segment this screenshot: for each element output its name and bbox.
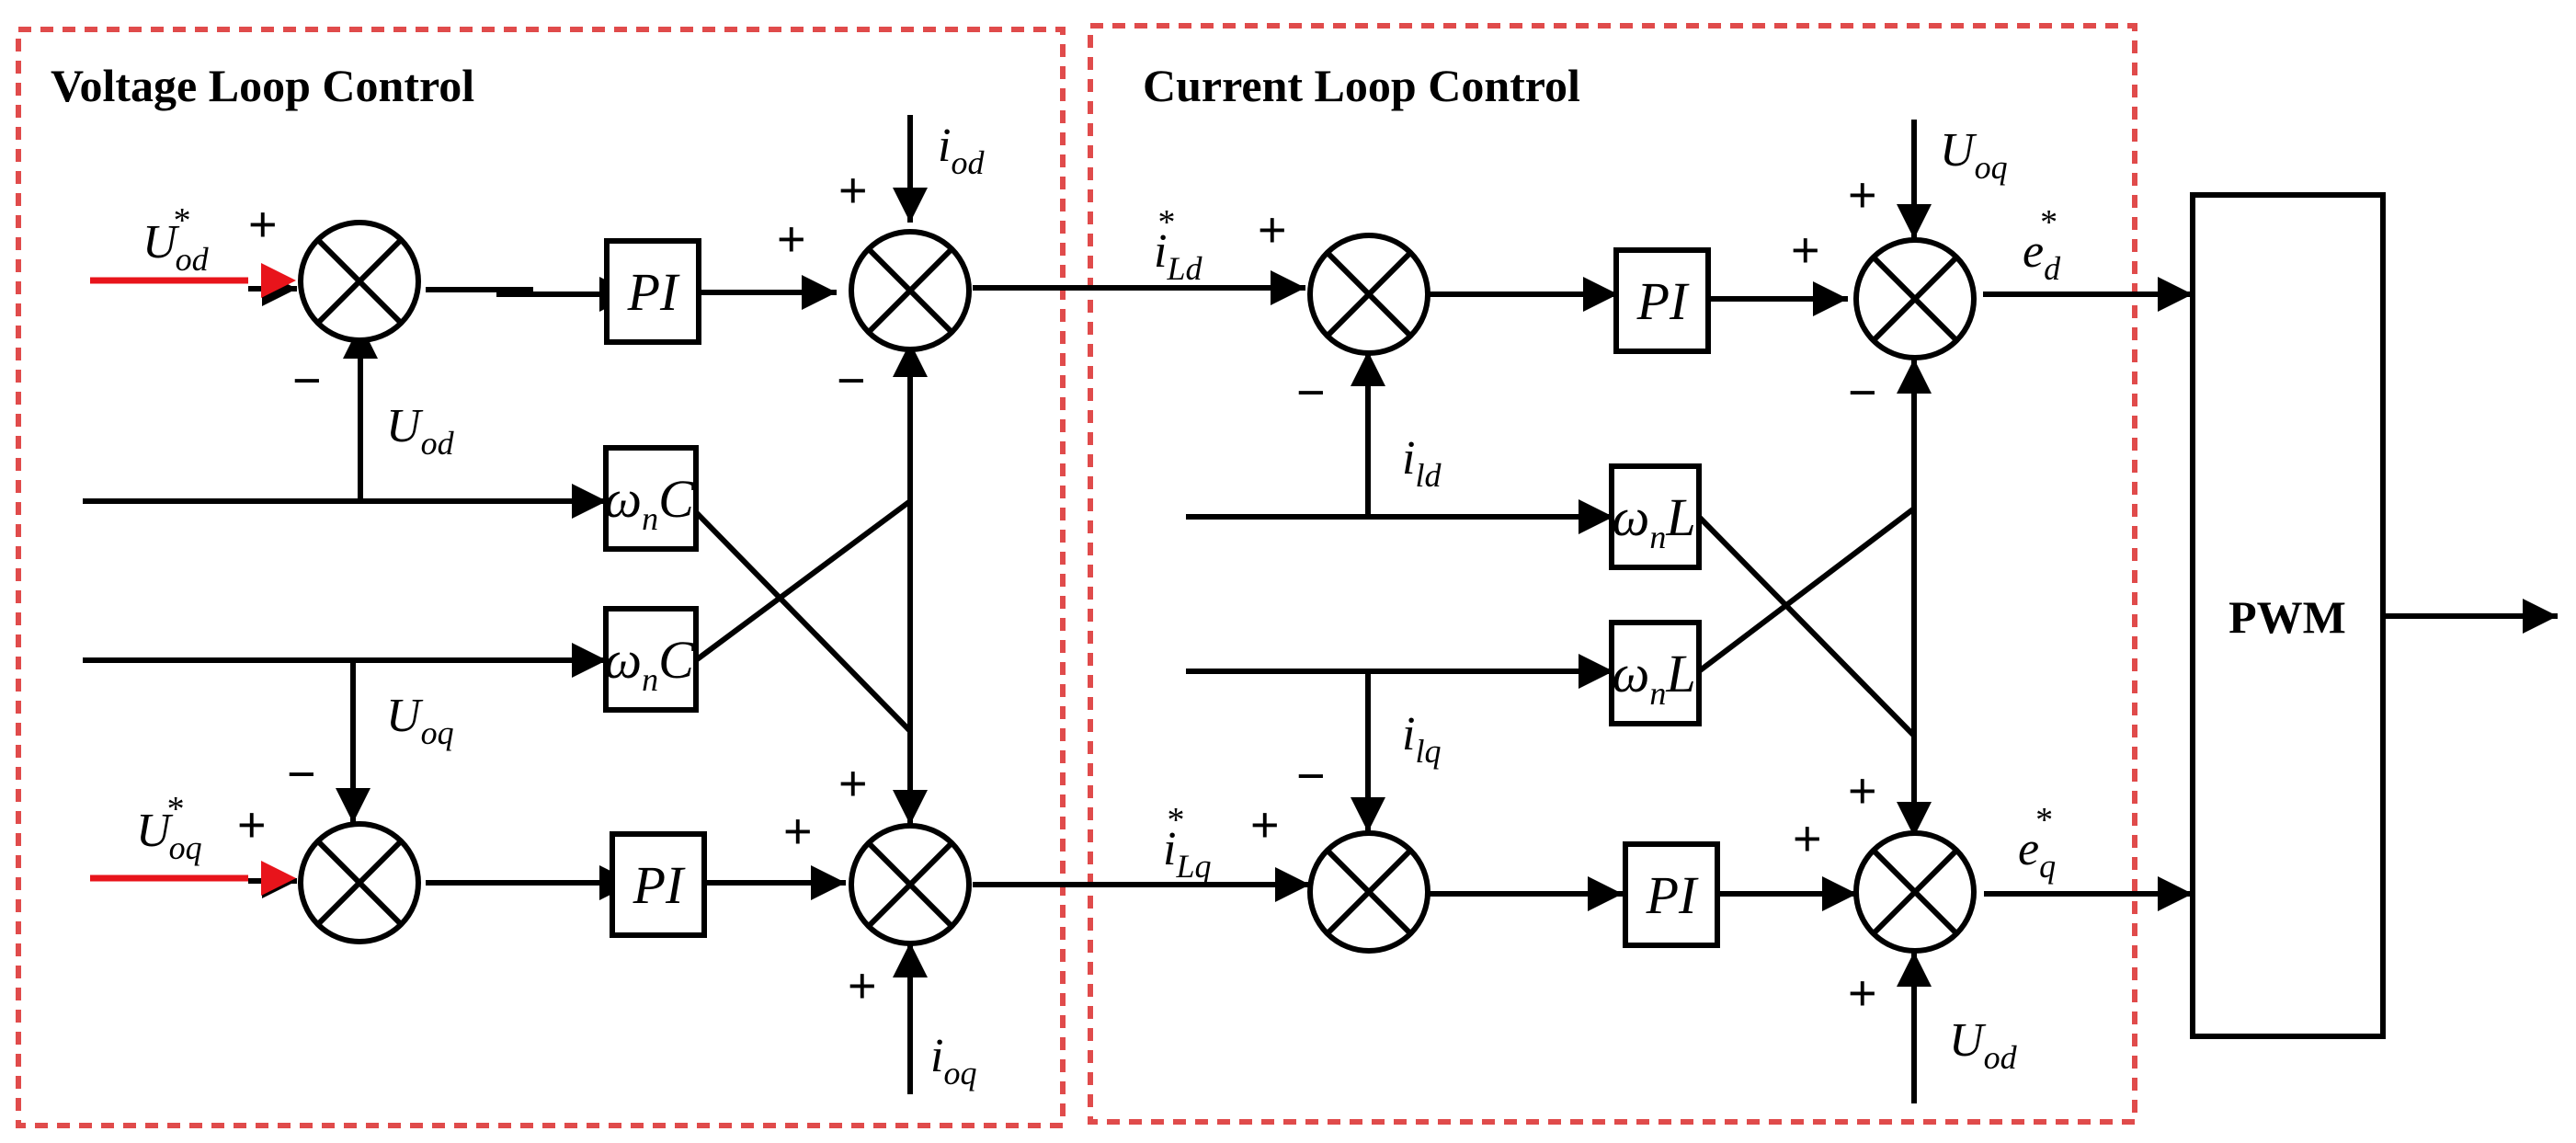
current-loop-title: Current Loop Control	[1143, 60, 1580, 111]
voltage-loop-title: Voltage Loop Control	[51, 60, 474, 111]
sign-plus: +	[1791, 223, 1820, 278]
label-i-Lq-ref: iLq*	[1163, 801, 1211, 885]
sum-junction-iq	[849, 823, 972, 946]
sign-plus: +	[1848, 763, 1877, 818]
pi-block-vd: PI	[604, 238, 701, 345]
sum-junction-vd	[298, 220, 421, 343]
arrowhead	[1588, 876, 1623, 911]
wnl-block-bottom: ωnL	[1609, 620, 1702, 726]
arrowhead	[1579, 654, 1613, 689]
sum-junction-cd	[1307, 233, 1430, 356]
arrowhead	[893, 188, 928, 223]
label-u-oq-current: Uoq	[1940, 124, 2008, 186]
current-loop-frame	[1088, 23, 2137, 1125]
arrowheads	[261, 188, 2558, 987]
sign-plus: +	[1258, 202, 1287, 257]
sign-plus: +	[1848, 966, 1877, 1021]
arrowhead	[2158, 277, 2193, 312]
svg-text:PI: PI	[1646, 865, 1699, 925]
arrowhead	[572, 484, 607, 519]
arrowhead	[1813, 281, 1848, 316]
arrowhead	[893, 342, 928, 377]
arrowhead	[572, 643, 607, 678]
sum-junction-id	[849, 229, 972, 352]
arrowhead	[1351, 351, 1385, 386]
sign-plus: +	[777, 211, 806, 267]
arrowhead	[811, 865, 846, 900]
wnc-block-bottom: ωnC	[603, 606, 699, 713]
arrowhead	[1897, 952, 1932, 987]
label-u-oq-feedback: Uoq	[386, 690, 454, 751]
label-i-lq: ilq	[1402, 708, 1441, 770]
arrowhead	[261, 861, 296, 896]
label-i-ld: ild	[1402, 432, 1442, 494]
arrowhead	[1579, 499, 1613, 534]
label-i-Ld-ref: iLd*	[1154, 203, 1203, 287]
label-e-q-ref: eq*	[2018, 801, 2056, 885]
arrowhead	[1897, 359, 1932, 394]
svg-text:ωnC: ωnC	[604, 469, 695, 537]
junction-signs: + − + + − − + + + + + − + + − − + + + +	[237, 163, 1877, 1021]
pi-block-vq: PI	[610, 831, 707, 938]
summing-junctions	[298, 220, 1977, 954]
arrowhead	[1583, 277, 1618, 312]
wires	[83, 285, 2519, 897]
sign-minus: −	[837, 353, 866, 408]
pi-block-cq: PI	[1623, 841, 1720, 948]
label-i-od: iod	[938, 120, 985, 181]
wnc-block-top: ωnC	[603, 445, 699, 552]
sign-plus: +	[248, 197, 278, 252]
arrowhead	[1271, 270, 1305, 305]
label-u-od-current: Uod	[1949, 1014, 2018, 1076]
arrowhead	[2523, 599, 2558, 634]
label-u-od-ref: Uod*	[142, 201, 210, 278]
pwm-block: PWM	[2190, 192, 2386, 1039]
arrowhead	[893, 790, 928, 825]
svg-text:PI: PI	[633, 855, 686, 915]
label-e-d-ref: ed*	[2023, 203, 2061, 287]
arrowhead	[336, 788, 370, 823]
arrowhead	[893, 943, 928, 977]
voltage-loop-frame	[16, 27, 1066, 1128]
svg-text:PI: PI	[627, 262, 680, 322]
sum-junction-ed	[1853, 237, 1977, 360]
sum-junction-vq	[298, 821, 421, 944]
sign-minus: −	[1296, 749, 1326, 804]
sign-plus: +	[848, 958, 877, 1013]
sign-minus: −	[287, 747, 316, 802]
arrowhead	[1897, 204, 1932, 239]
reference-input-arrows	[90, 277, 248, 882]
svg-text:ωnL: ωnL	[1612, 487, 1695, 555]
sign-plus: +	[783, 804, 813, 859]
sum-junction-cq	[1307, 830, 1430, 954]
sign-plus: +	[237, 797, 267, 852]
sign-plus: +	[838, 756, 868, 811]
arrowhead	[1897, 802, 1932, 837]
wnl-block-top: ωnL	[1609, 463, 1702, 570]
arrowhead	[1351, 797, 1385, 832]
sum-junction-eq	[1853, 830, 1977, 954]
svg-text:ωnC: ωnC	[604, 630, 695, 698]
pi-block-cd: PI	[1613, 247, 1711, 354]
label-i-oq: ioq	[930, 1030, 976, 1092]
arrowhead	[1822, 876, 1857, 911]
arrowhead	[802, 275, 837, 310]
label-u-oq-ref: Uoq*	[136, 790, 202, 866]
arrowhead	[1275, 867, 1310, 902]
svg-text:ωnL: ωnL	[1612, 644, 1695, 712]
sign-minus: −	[292, 353, 322, 408]
sign-plus: +	[1250, 797, 1280, 852]
sign-plus: +	[838, 163, 868, 218]
sign-plus: +	[1848, 167, 1877, 223]
label-u-od-feedback: Uod	[386, 400, 455, 462]
arrowhead	[261, 263, 296, 298]
arrowhead	[2158, 876, 2193, 911]
svg-text:PWM: PWM	[2228, 591, 2346, 643]
sign-plus: +	[1793, 811, 1822, 866]
svg-text:PI: PI	[1636, 271, 1690, 331]
sign-minus: −	[1296, 365, 1326, 420]
sign-minus: −	[1848, 365, 1877, 420]
